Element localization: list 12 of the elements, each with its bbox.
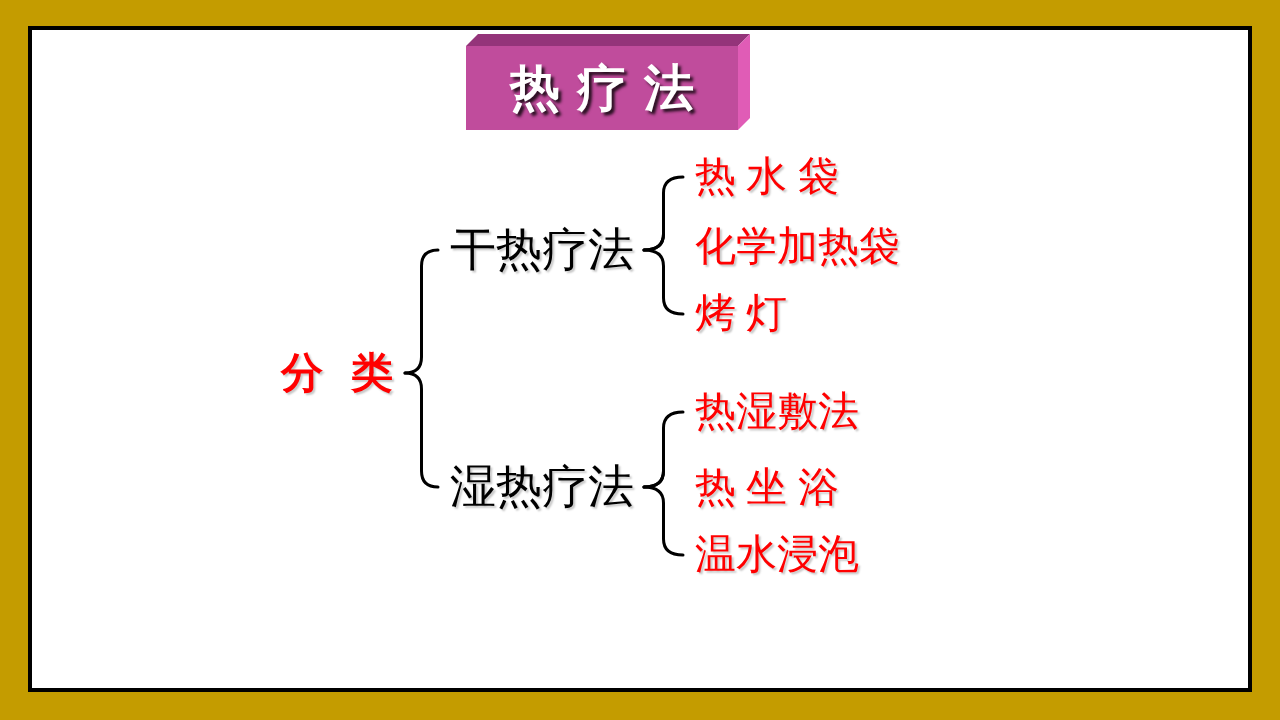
brace-line (642, 232, 665, 252)
branch-label: 干热疗法 (438, 223, 644, 277)
item-label: 热湿敷法 (683, 388, 865, 436)
brace-line (642, 469, 665, 489)
item-label: 热 水 袋 (683, 153, 845, 201)
title-text: 热 疗 法 (509, 60, 695, 116)
item-label: 热 坐 浴 (683, 464, 845, 512)
item-label: 温水浸泡 (683, 531, 865, 579)
item-label: 烤 灯 (683, 290, 794, 338)
item-label: 化学加热袋 (683, 223, 906, 271)
category-heading: 分 类 (275, 348, 405, 398)
branch-label: 湿热疗法 (438, 460, 644, 514)
